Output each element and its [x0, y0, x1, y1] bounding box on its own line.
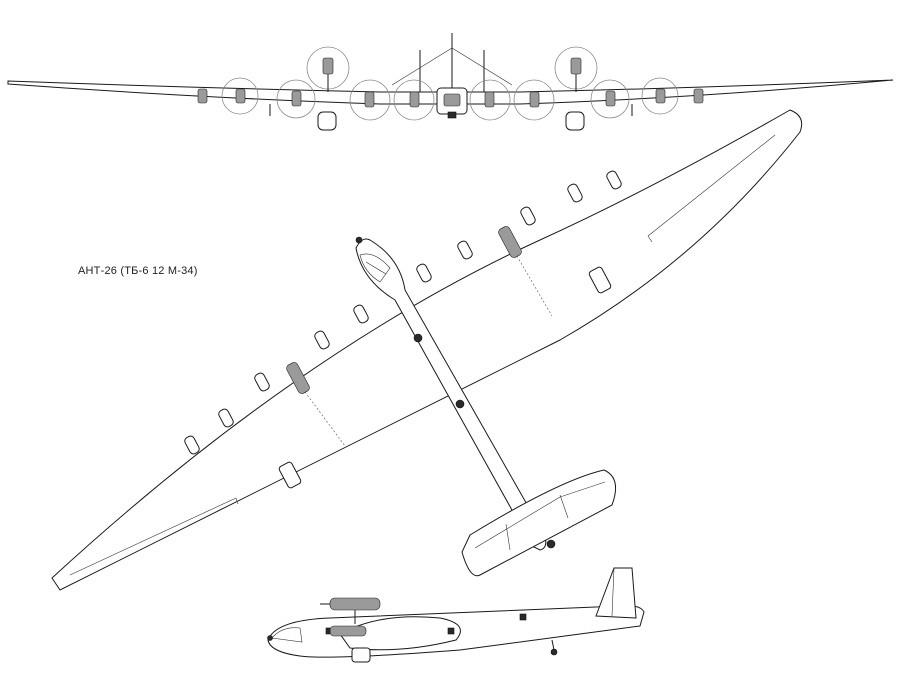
- side-view-wing-engines: [325, 625, 367, 637]
- side-view-landing-gear: [351, 639, 558, 663]
- side-view-fin: [595, 567, 637, 619]
- plan-view-ailerons: [69, 134, 776, 576]
- plan-view-elevator-lines: [474, 481, 606, 551]
- front-view-engine-nacelles: [197, 57, 704, 108]
- side-view-upper-engines: [320, 597, 381, 624]
- side-view: [267, 567, 645, 663]
- plan-view-engine-nacelles: [184, 170, 622, 455]
- plan-view-pylon-lines: [304, 255, 553, 447]
- front-view-fuselage: [436, 87, 468, 119]
- front-view-propeller-discs: [221, 46, 679, 121]
- plan-view-landing-gear: [278, 266, 612, 489]
- plan-view-tailplane: [461, 469, 617, 577]
- front-view: [7, 33, 894, 131]
- side-view-turrets: [447, 613, 527, 635]
- plan-view: [51, 109, 803, 591]
- aircraft-designation-caption: АНТ-26 (ТБ-6 12 М-34): [78, 265, 198, 277]
- side-view-wing: [339, 616, 461, 651]
- front-view-landing-gear: [269, 104, 633, 131]
- front-view-tail-fins: [391, 33, 513, 92]
- plan-view-turrets: [413, 333, 556, 549]
- side-view-nose: [267, 627, 303, 643]
- plan-view-cockpit: [355, 236, 391, 283]
